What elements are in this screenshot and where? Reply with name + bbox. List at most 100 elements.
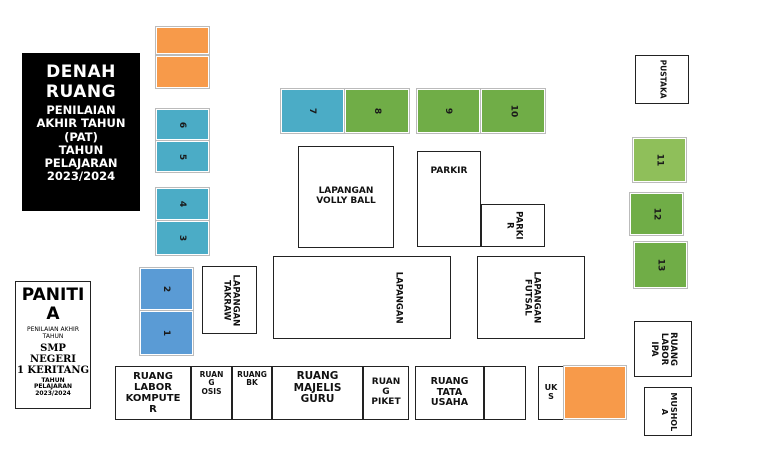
pustaka: PUSTAKA [635, 55, 689, 104]
room-5: 5 [156, 141, 209, 172]
mushola-label-2: A [660, 408, 669, 415]
piket-label-3: PIKET [371, 396, 401, 407]
committee-line-4: TAHUN [42, 332, 64, 340]
labor-ipa-label-2: LABOR [658, 332, 669, 366]
orange-room-bottom [564, 366, 626, 419]
room-7-label: 7 [307, 107, 318, 115]
map-title: DENAH RUANG PENILAIAN AKHIR TAHUN (PAT) … [22, 53, 140, 211]
parkir-2-label-2: R [503, 222, 514, 229]
committee-line-8: PELAJARAN [33, 383, 73, 391]
title-line-3: PENILAIAN [46, 103, 116, 118]
room-3: 3 [156, 221, 209, 255]
room-11: 11 [633, 138, 686, 182]
room-1: 1 [140, 311, 193, 355]
labor-komputer-label-4: R [149, 404, 157, 415]
title-line-4: AKHIR TAHUN [36, 116, 126, 131]
mushola-label-1: MUSHOL [668, 392, 678, 431]
pustaka-label: PUSTAKA [658, 60, 668, 99]
room-12-label: 12 [651, 207, 662, 221]
osis-label-2: G [208, 378, 215, 388]
room-10-label: 10 [508, 104, 518, 118]
bk-label-2: BK [246, 378, 258, 388]
futsal-label-1: LAPANGAN [531, 271, 542, 324]
parkir-2-label-1: PARKI [513, 211, 524, 240]
ruang-uks: UK S [538, 366, 564, 420]
parkir-label: PARKIR [430, 166, 468, 176]
majelis-label-3: GURU [300, 393, 335, 406]
labor-ipa-label-3: IPA [649, 341, 660, 357]
committee-box: PANITI A PENILAIAN AKHIR TAHUN SMP NEGER… [15, 281, 91, 409]
parkir: PARKIR [417, 151, 481, 247]
committee-line-1: PANITI [21, 285, 85, 305]
room-9: 9 [417, 89, 480, 133]
piket-label-1: RUAN [371, 377, 401, 388]
committee-line-2: A [46, 303, 60, 324]
room-5-label: 5 [177, 153, 188, 160]
title-line-2: RUANG [45, 81, 117, 102]
room-7: 7 [281, 89, 344, 133]
orange-room-top-2 [156, 56, 209, 88]
room-12: 12 [630, 193, 683, 235]
title-line-5: (PAT) [64, 129, 98, 144]
osis-label-1: RUAN [199, 370, 224, 379]
room-1-label: 1 [161, 329, 172, 337]
room-13: 13 [634, 242, 687, 288]
takraw-label-2: TAKRAW [220, 279, 231, 321]
osis-label-3: OSIS [201, 386, 222, 396]
orange-room-top-1 [156, 27, 209, 54]
tata-usaha-label-2: TATA [436, 386, 463, 398]
ruang-bk: RUANG BK [232, 366, 272, 420]
room-8: 8 [345, 89, 409, 133]
mushola-text: MUSHOL A [659, 392, 678, 431]
ruang-piket: RUAN G PIKET [363, 366, 409, 420]
committee-line-7: TAHUN [41, 376, 65, 384]
committee-line-6: 1 KERITANG [16, 364, 90, 376]
ruang-labor-komputer: RUANG LABOR KOMPUTE R [115, 366, 191, 420]
labor-ipa-label-1: RUANG [668, 332, 679, 366]
lapangan-volly-ball: LAPANGAN VOLLY BALL [298, 146, 394, 248]
labor-komputer-label-1: RUANG [133, 371, 173, 382]
uks-label-1: UK [544, 383, 558, 393]
ruang-osis: RUAN G OSIS [191, 366, 232, 420]
ruang-majelis-guru: RUANG MAJELIS GURU [272, 366, 363, 420]
uks-label-2: S [548, 392, 554, 401]
room-2: 2 [140, 268, 193, 310]
room-13-label: 13 [655, 258, 666, 272]
majelis-label-1: RUANG [296, 370, 339, 382]
title-line-1: DENAH [46, 62, 116, 82]
labor-ipa-text: RUANG LABOR IPA [649, 332, 679, 366]
title-line-8: 2023/2024 [46, 169, 116, 184]
futsal-text: LAPANGAN FUTSAL [522, 272, 541, 324]
lapangan-label: LAPANGAN [393, 271, 404, 324]
room-10: 10 [481, 89, 545, 133]
bk-label-1: RUANG [237, 370, 267, 379]
title-line-6: TAHUN [58, 142, 104, 157]
room-8-label: 8 [371, 107, 382, 115]
volly-label-1: LAPANGAN [318, 186, 374, 197]
ruang-labor-ipa: RUANG LABOR IPA [634, 321, 692, 377]
room-6-label: 6 [177, 121, 188, 128]
room-2-label: 2 [161, 285, 172, 293]
piket-label-2: G [382, 387, 390, 398]
volly-label-2: VOLLY BALL [316, 196, 376, 206]
room-11-label: 11 [654, 153, 665, 167]
mushola: MUSHOL A [644, 387, 692, 436]
lapangan-futsal: LAPANGAN FUTSAL [477, 256, 585, 339]
tata-usaha-label-1: RUANG [430, 376, 469, 388]
futsal-label-2: FUTSAL [522, 279, 532, 316]
empty-room-bottom [484, 366, 526, 420]
labor-komputer-label-2: LABOR [134, 382, 172, 393]
committee-line-9: 2023/2024 [35, 390, 71, 398]
lapangan: LAPANGAN [273, 256, 451, 339]
parkir-2-text: PARKI R [504, 211, 523, 239]
room-4-label: 4 [177, 200, 188, 208]
majelis-label-2: MAJELIS [293, 381, 342, 394]
room-9-label: 9 [443, 107, 454, 115]
ruang-tata-usaha: RUANG TATA USAHA [415, 366, 484, 420]
title-line-7: PELAJARAN [44, 155, 118, 170]
labor-komputer-label-3: KOMPUTE [125, 393, 181, 404]
room-6: 6 [156, 109, 209, 140]
committee-line-5: SMP NEGERI [30, 342, 76, 365]
committee-line-3: PENILAIAN AKHIR [26, 326, 79, 334]
lapangan-takraw: LAPANGAN TAKRAW [202, 266, 257, 334]
